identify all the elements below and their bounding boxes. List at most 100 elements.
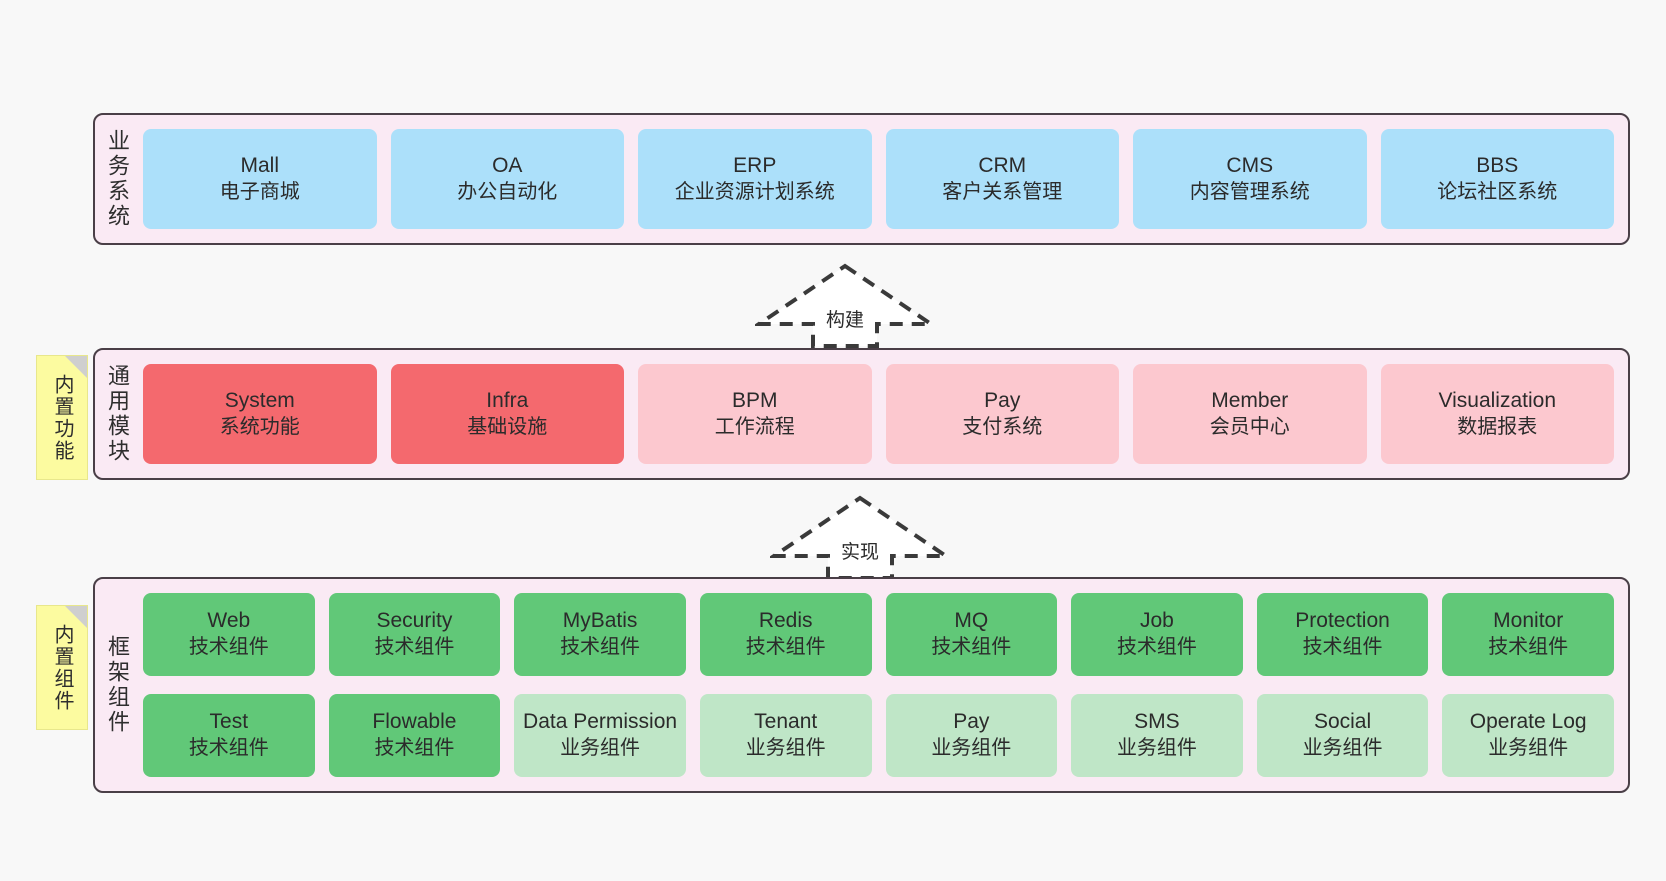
layer-label-business-systems: 业务系统 (105, 129, 130, 229)
card-title: BBS (1476, 153, 1519, 177)
card-erp[interactable]: ERP 企业资源计划系统 (638, 129, 872, 229)
card-title: ERP (733, 153, 777, 177)
card-subtitle: 技术组件 (1302, 636, 1383, 659)
card-subtitle: 技术组件 (560, 636, 641, 659)
card-title: CRM (978, 153, 1027, 177)
implement-arrow: 实现 (770, 494, 950, 580)
card-title: Social (1313, 710, 1372, 734)
note-builtin-functions: 内置功能 (36, 355, 88, 480)
card-mybatis[interactable]: MyBatis 技术组件 (514, 593, 686, 676)
card-subtitle: 业务组件 (1116, 737, 1197, 760)
card-title: MyBatis (562, 609, 638, 633)
layer-body-common-modules: System 系统功能 Infra 基础设施 BPM 工作流程 Pay 支付系统… (139, 350, 1628, 478)
card-test[interactable]: Test 技术组件 (143, 694, 315, 777)
note-fold-corner (65, 606, 87, 628)
card-subtitle: 基础设施 (467, 415, 548, 438)
card-row: System 系统功能 Infra 基础设施 BPM 工作流程 Pay 支付系统… (143, 364, 1614, 464)
card-subtitle: 业务组件 (745, 737, 826, 760)
card-subtitle: 技术组件 (931, 636, 1012, 659)
card-subtitle: 技术组件 (188, 636, 269, 659)
card-title: System (224, 388, 295, 412)
layer-body-framework-components: Web 技术组件 Security 技术组件 MyBatis 技术组件 Redi… (139, 579, 1628, 791)
card-mq[interactable]: MQ 技术组件 (885, 593, 1058, 676)
card-system[interactable]: System 系统功能 (143, 364, 377, 464)
card-title: Redis (758, 609, 813, 633)
card-oa[interactable]: OA 办公自动化 (390, 129, 624, 229)
card-row: Test 技术组件 Flowable 技术组件 Data Permission … (143, 694, 1614, 777)
card-crm[interactable]: CRM 客户关系管理 (885, 129, 1119, 229)
card-subtitle: 会员中心 (1209, 415, 1290, 438)
note-label: 内置组件 (51, 623, 73, 712)
card-visualization[interactable]: Visualization 数据报表 (1380, 364, 1614, 464)
card-subtitle: 内容管理系统 (1189, 180, 1310, 203)
card-title: SMS (1134, 710, 1180, 734)
card-infra[interactable]: Infra 基础设施 (390, 364, 624, 464)
card-title: Pay (953, 710, 990, 734)
card-bbs[interactable]: BBS 论坛社区系统 (1380, 129, 1614, 229)
card-data-permission[interactable]: Data Permission 业务组件 (514, 694, 686, 777)
card-job[interactable]: Job 技术组件 (1071, 593, 1243, 676)
card-cms[interactable]: CMS 内容管理系统 (1133, 129, 1367, 229)
card-title: Tenant (754, 710, 818, 734)
card-tenant[interactable]: Tenant 业务组件 (699, 694, 872, 777)
card-subtitle: 业务组件 (1302, 737, 1383, 760)
card-monitor[interactable]: Monitor 技术组件 (1442, 593, 1614, 676)
card-title: Operate Log (1469, 710, 1587, 734)
card-subtitle: 支付系统 (962, 415, 1043, 438)
implement-arrow-shape (770, 495, 950, 580)
card-subtitle: 业务组件 (931, 737, 1012, 760)
card-mall[interactable]: Mall 电子商城 (143, 129, 377, 229)
layer-framework-components: 框架组件 Web 技术组件 Security 技术组件 MyBatis 技术组件… (93, 577, 1630, 793)
card-social[interactable]: Social 业务组件 (1256, 694, 1429, 777)
card-pay-module[interactable]: Pay 支付系统 (885, 364, 1119, 464)
card-flowable[interactable]: Flowable 技术组件 (328, 694, 501, 777)
card-web[interactable]: Web 技术组件 (143, 593, 315, 676)
card-subtitle: 技术组件 (188, 737, 269, 760)
card-subtitle: 办公自动化 (457, 180, 558, 203)
card-title: Monitor (1493, 609, 1564, 633)
layer-label-framework-components: 框架组件 (105, 635, 130, 735)
note-builtin-components: 内置组件 (36, 605, 88, 730)
card-title: Member (1211, 388, 1289, 412)
card-sms[interactable]: SMS 业务组件 (1071, 694, 1243, 777)
card-title: Infra (486, 388, 529, 412)
card-subtitle: 技术组件 (374, 737, 455, 760)
card-member[interactable]: Member 会员中心 (1133, 364, 1367, 464)
card-title: OA (492, 153, 523, 177)
layer-label-common-modules: 通用模块 (105, 364, 130, 464)
card-security[interactable]: Security 技术组件 (328, 593, 501, 676)
card-subtitle: 工作流程 (714, 415, 795, 438)
card-subtitle: 技术组件 (374, 636, 455, 659)
implement-arrow-label: 实现 (840, 542, 880, 563)
card-title: Protection (1295, 609, 1390, 633)
card-redis[interactable]: Redis 技术组件 (699, 593, 872, 676)
layer-business-systems: 业务系统 Mall 电子商城 OA 办公自动化 ERP 企业资源计划系统 CRM (93, 113, 1630, 245)
card-subtitle: 电子商城 (219, 180, 300, 203)
card-title: Job (1140, 609, 1174, 633)
card-subtitle: 技术组件 (1116, 636, 1197, 659)
card-subtitle: 技术组件 (745, 636, 826, 659)
build-arrow-label: 构建 (825, 310, 865, 331)
build-arrow-shape (755, 263, 935, 348)
layer-body-business-systems: Mall 电子商城 OA 办公自动化 ERP 企业资源计划系统 CRM 客户关系… (139, 115, 1628, 243)
card-row: Mall 电子商城 OA 办公自动化 ERP 企业资源计划系统 CRM 客户关系… (143, 129, 1614, 229)
card-operate-log[interactable]: Operate Log 业务组件 (1442, 694, 1614, 777)
card-title: Data Permission (523, 710, 678, 734)
card-protection[interactable]: Protection 技术组件 (1256, 593, 1429, 676)
card-subtitle: 业务组件 (1488, 737, 1569, 760)
card-title: Web (207, 609, 251, 633)
card-title: Security (376, 609, 453, 633)
card-bpm[interactable]: BPM 工作流程 (638, 364, 872, 464)
card-title: MQ (954, 609, 989, 633)
card-title: Visualization (1438, 388, 1557, 412)
card-row: Web 技术组件 Security 技术组件 MyBatis 技术组件 Redi… (143, 593, 1614, 676)
card-subtitle: 技术组件 (1488, 636, 1569, 659)
card-title: BPM (731, 388, 778, 412)
card-subtitle: 企业资源计划系统 (674, 180, 835, 203)
card-title: Mall (240, 153, 279, 177)
note-label: 内置功能 (51, 373, 73, 462)
card-pay-component[interactable]: Pay 业务组件 (885, 694, 1058, 777)
layer-common-modules: 通用模块 System 系统功能 Infra 基础设施 BPM 工作流程 Pay (93, 348, 1630, 480)
card-subtitle: 数据报表 (1457, 415, 1538, 438)
card-title: Pay (984, 388, 1021, 412)
